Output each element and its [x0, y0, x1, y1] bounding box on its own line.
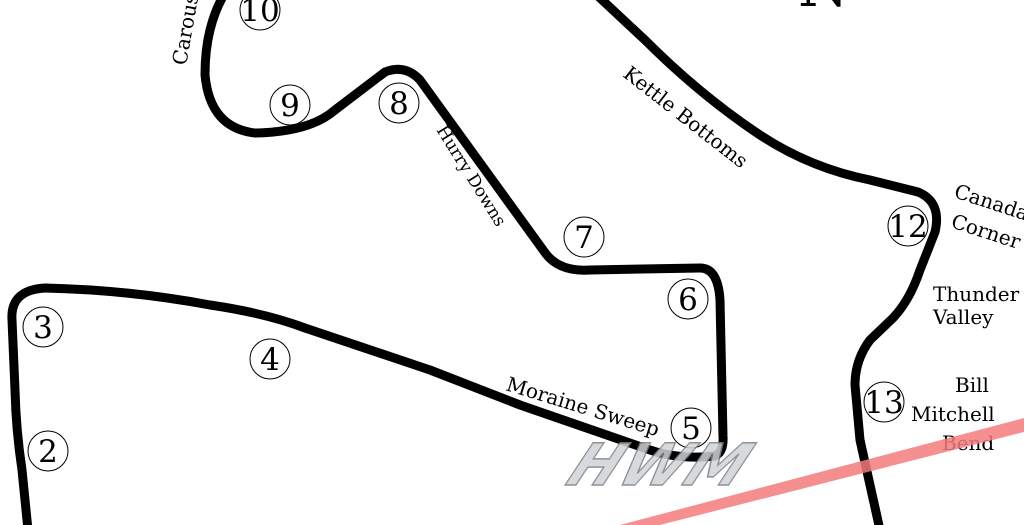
turn-number: 7 [574, 220, 594, 256]
turn-number: 5 [681, 411, 701, 447]
turn-number: 13 [864, 385, 903, 421]
turn-number: 12 [888, 209, 927, 245]
turn-marker-9: 9 [269, 84, 311, 126]
turn-number: 9 [280, 88, 300, 124]
turn-marker-8: 8 [378, 82, 420, 124]
corner-label-carousel: Carousel [167, 0, 206, 67]
corner-label-canada-corner: Canada Corner [948, 179, 1024, 254]
turn-marker-3: 3 [22, 306, 64, 348]
turn-marker-12: 12 [887, 205, 929, 247]
turn-number: 6 [678, 282, 698, 318]
corner-label-line: Valley [932, 305, 994, 329]
turn-number: 3 [33, 310, 53, 346]
track-outline [7, 0, 942, 525]
turn-number: 10 [240, 0, 279, 29]
turn-marker-5: 5 [670, 407, 712, 449]
turn-marker-13: 13 [863, 381, 905, 423]
turn-marker-2: 2 [27, 430, 69, 472]
turn-marker-4: 4 [249, 338, 291, 380]
turn-number: 2 [38, 434, 58, 470]
corner-label-line: Mitchell [911, 402, 995, 426]
north-indicator: N [798, 0, 849, 20]
watermark-logo: HWM [557, 432, 765, 499]
turn-marker-6: 6 [667, 278, 709, 320]
corner-label-line: Bill [955, 373, 989, 397]
turn-number: 8 [389, 86, 409, 122]
corner-label-line: Thunder [933, 282, 1020, 306]
turn-number: 4 [260, 342, 280, 378]
corner-label-thunder-valley: Thunder Valley [932, 282, 1020, 329]
watermark: HWM [556, 418, 1024, 525]
watermark-band [620, 418, 1024, 525]
turn-marker-7: 7 [563, 216, 605, 258]
turn-marker-10: 10 [239, 0, 281, 31]
corner-label-hurry-downs: Hurry Downs [432, 122, 510, 230]
